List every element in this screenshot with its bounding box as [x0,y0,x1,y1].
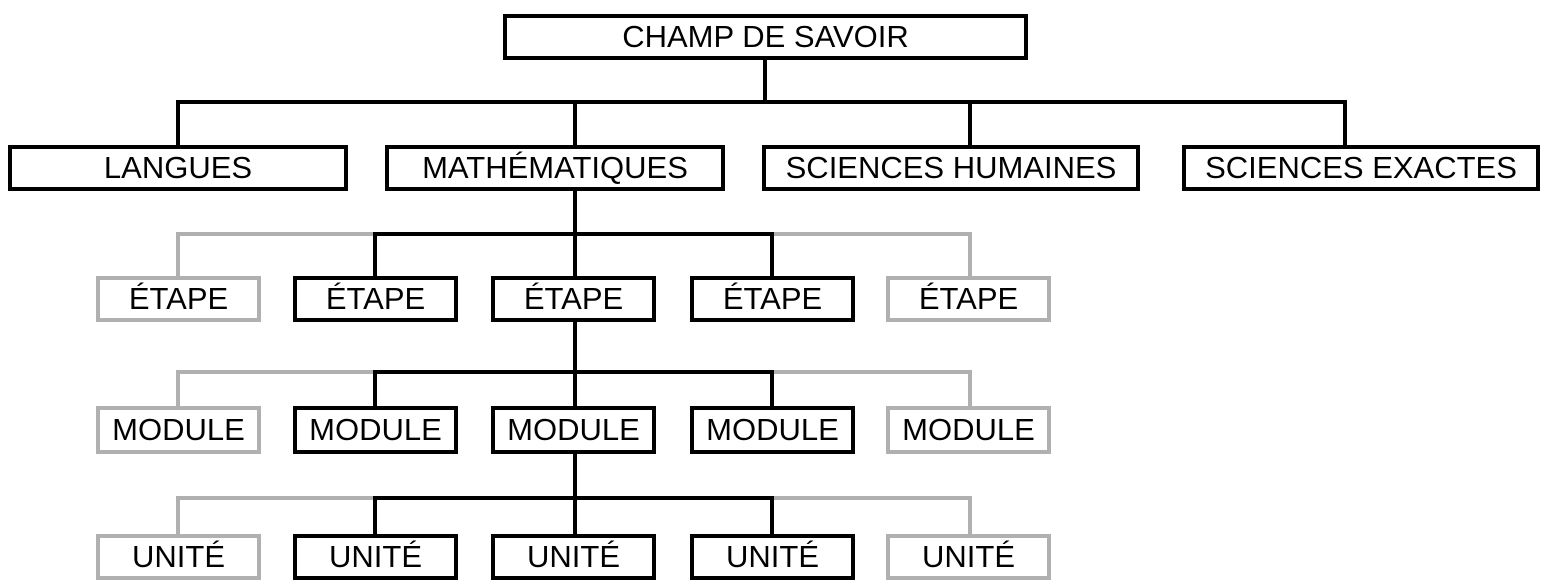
field-node-sciences-exactes: SCIENCES EXACTES [1182,145,1540,191]
module-node: MODULE [293,406,458,454]
module-node: MODULE [491,406,656,454]
etape-connectors [176,188,972,278]
module-connectors [176,320,972,408]
unite-node: UNITÉ [293,534,458,580]
etape-node: ÉTAPE [491,276,656,322]
field-node-sciences-humaines: SCIENCES HUMAINES [762,145,1140,191]
field-node-mathematiques: MATHÉMATIQUES [385,145,725,191]
etape-node: ÉTAPE [96,276,261,322]
etape-node: ÉTAPE [886,276,1051,322]
unite-node: UNITÉ [96,534,261,580]
root-connectors [176,58,1347,146]
root-node: CHAMP DE SAVOIR [503,14,1028,60]
module-node: MODULE [690,406,855,454]
field-node-langues: LANGUES [8,145,348,191]
unite-node: UNITÉ [491,534,656,580]
unite-node: UNITÉ [690,534,855,580]
module-node: MODULE [96,406,261,454]
etape-node: ÉTAPE [293,276,458,322]
module-node: MODULE [886,406,1051,454]
unite-node: UNITÉ [886,534,1051,580]
etape-node: ÉTAPE [690,276,855,322]
unite-connectors [176,452,972,536]
